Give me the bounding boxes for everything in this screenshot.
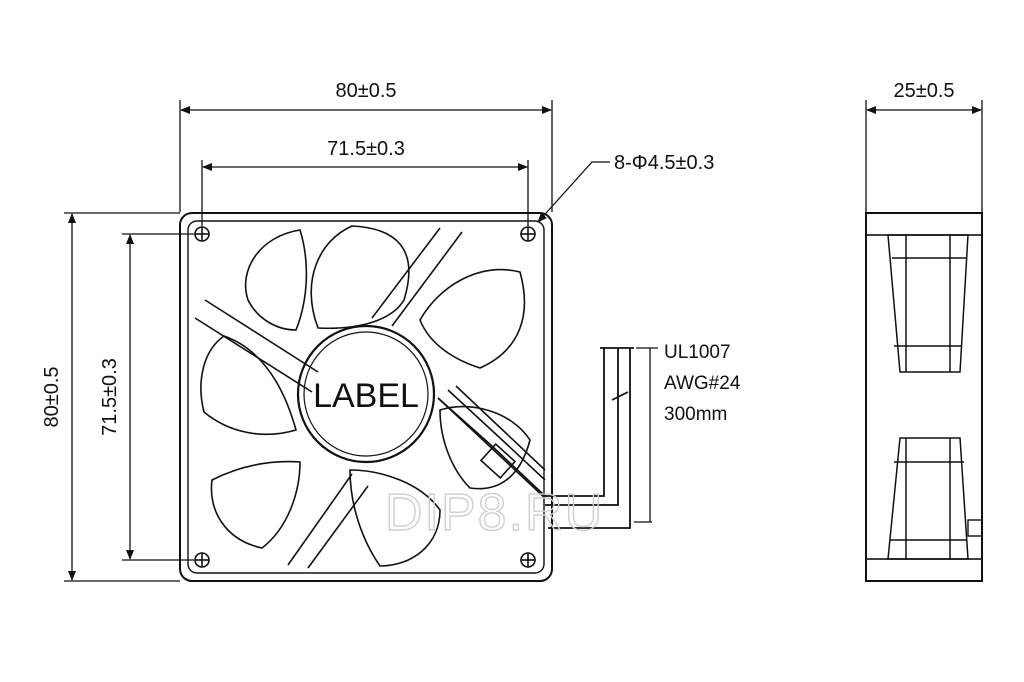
side-dimension-lines — [865, 100, 983, 212]
hub-label: LABEL — [313, 377, 419, 415]
cable-channel — [437, 389, 546, 497]
mounting-hole-bottom-right — [520, 552, 536, 568]
dimension-lines — [64, 100, 610, 582]
watermark: DIP8.RU — [385, 484, 604, 542]
wire-leads — [545, 347, 634, 529]
wire-spec-line-1: UL1007 — [664, 342, 731, 363]
side-lower-vane — [887, 437, 969, 560]
wire-spec-line-2: AWG#24 — [664, 373, 741, 394]
mounting-hole-callout: 8-Φ4.5±0.3 — [614, 152, 714, 174]
hub-outer — [296, 324, 436, 464]
fan-frame-inner — [187, 220, 545, 574]
fan-blades — [200, 225, 531, 567]
fan-frame-outline — [179, 212, 553, 582]
mounting-hole-leader — [537, 161, 610, 223]
hole-spacing-vertical-label: 71.5±0.3 — [99, 358, 121, 436]
side-upper-vane — [887, 234, 969, 373]
mounting-hole-set — [194, 226, 536, 568]
side-wire-exit — [967, 519, 983, 537]
side-frame-outline — [865, 212, 983, 582]
wire-spec-line-3: 300mm — [664, 404, 727, 425]
front-view: LABEL — [179, 212, 634, 582]
height-dimension-label: 80±0.5 — [41, 366, 63, 427]
wire-spec-bracket — [634, 347, 658, 523]
width-dimension-label: 80±0.5 — [335, 80, 396, 102]
depth-dimension-label: 25±0.5 — [893, 80, 954, 102]
mounting-hole-top-right — [520, 226, 536, 242]
frame-struts — [194, 227, 546, 569]
mounting-hole-top-left — [194, 226, 210, 242]
hole-spacing-horizontal-label: 71.5±0.3 — [327, 138, 405, 160]
hub-inner — [303, 331, 429, 457]
mounting-hole-bottom-left — [194, 552, 210, 568]
side-view — [865, 212, 983, 582]
